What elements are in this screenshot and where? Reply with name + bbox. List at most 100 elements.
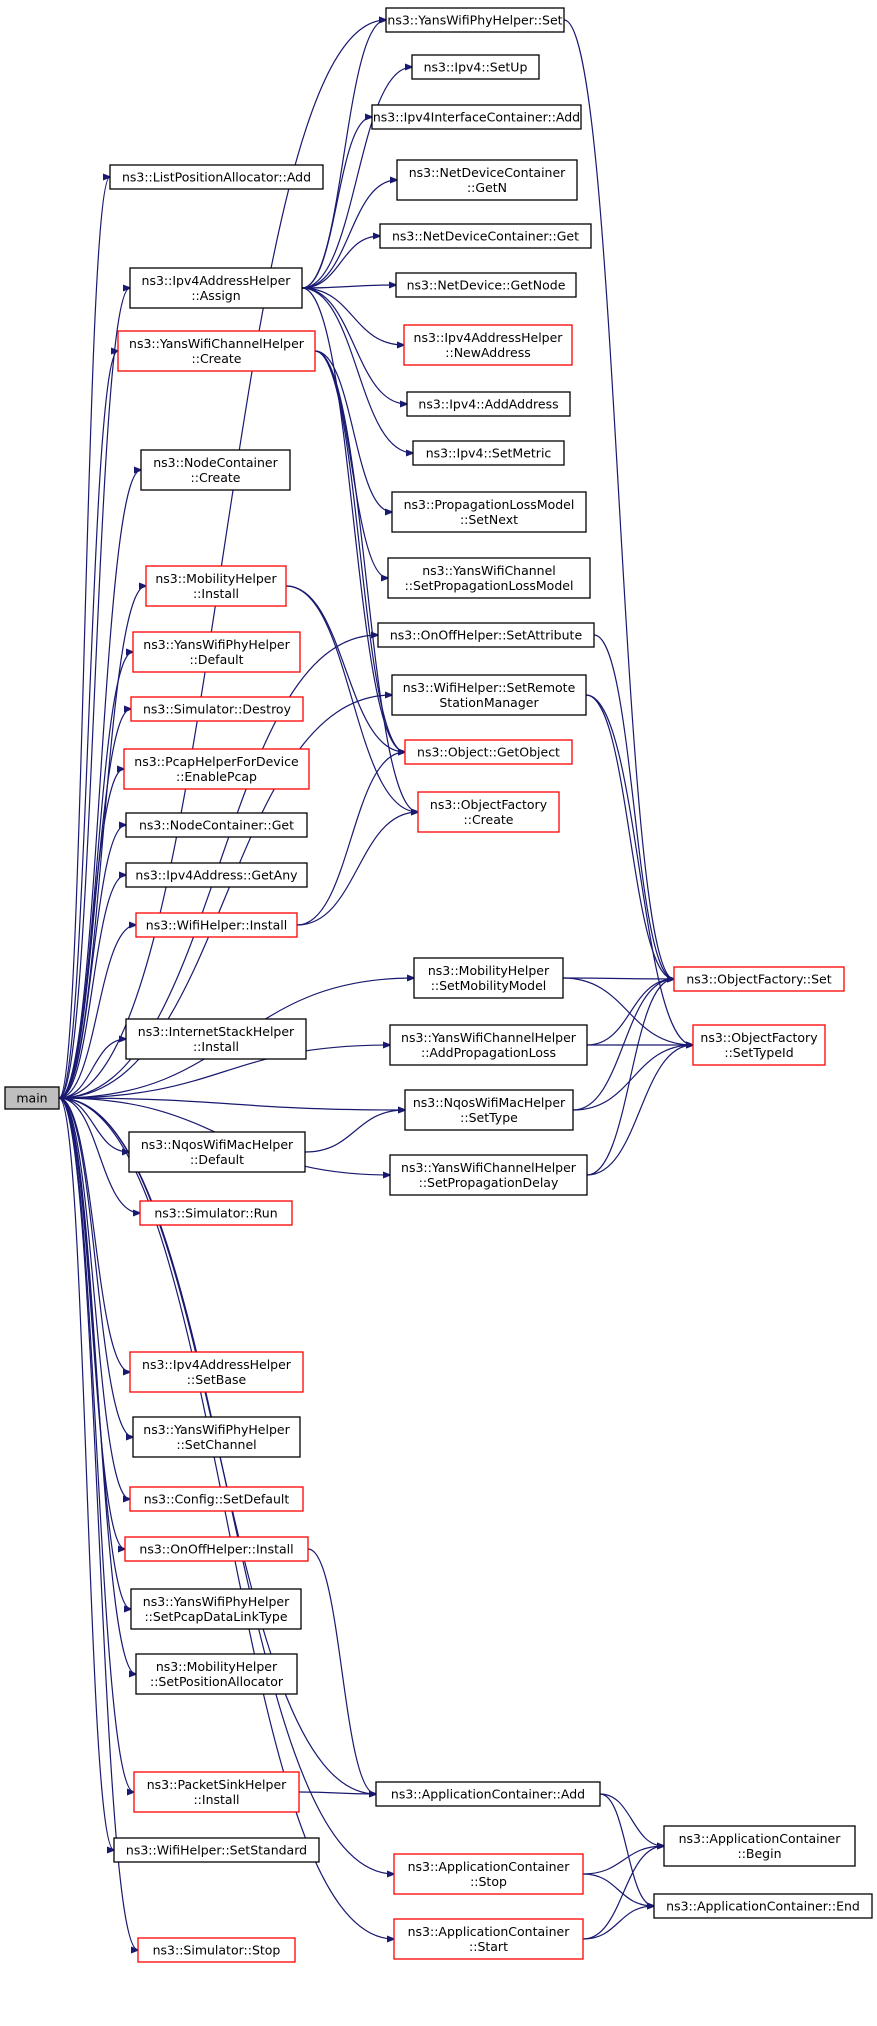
node-n-onoff-setattr[interactable]: ns3::OnOffHelper::SetAttribute	[377, 622, 595, 648]
edge-main-to-n-list-add	[58, 177, 110, 1099]
node-n-onoff-install[interactable]: ns3::OnOffHelper::Install	[124, 1536, 309, 1562]
node-box	[125, 862, 308, 888]
node-label: ns3::NqosWifiMacHelper	[413, 1095, 566, 1110]
node-box	[124, 1536, 309, 1562]
edge-main-to-n-mh-setposalloc	[58, 1097, 136, 1674]
node-n-ac-stop[interactable]: ns3::ApplicationContainer::Stop	[393, 1853, 584, 1895]
node-n-plm-setnext[interactable]: ns3::PropagationLossModel::SetNext	[391, 491, 587, 533]
edge-n-ipv4ah-assign-to-n-ipv4-setup	[301, 67, 412, 289]
node-n-sim-destroy[interactable]: ns3::Simulator::Destroy	[130, 696, 304, 722]
edge-main-to-n-pcap-enable	[58, 769, 124, 1099]
node-label: ::SetType	[460, 1110, 518, 1125]
node-n-ywph-setpcap[interactable]: ns3::YansWifiPhyHelper::SetPcapDataLinkT…	[130, 1588, 302, 1630]
node-n-mh-install[interactable]: ns3::MobilityHelper::Install	[145, 565, 287, 607]
node-label: StationManager	[439, 695, 539, 710]
edge-main-to-n-ipv4ah-assign	[58, 288, 130, 1099]
node-n-ndc-get[interactable]: ns3::NetDeviceContainer::Get	[379, 223, 592, 249]
node-n-ac-end[interactable]: ns3::ApplicationContainer::End	[653, 1893, 873, 1919]
node-n-mh-setposalloc[interactable]: ns3::MobilityHelper::SetPositionAllocato…	[135, 1653, 298, 1695]
node-n-nc-get[interactable]: ns3::NodeContainer::Get	[125, 812, 308, 838]
node-n-of-create[interactable]: ns3::ObjectFactory::Create	[417, 791, 560, 833]
node-n-ndc-getn[interactable]: ns3::NetDeviceContainer::GetN	[396, 159, 578, 201]
node-n-ish-install[interactable]: ns3::InternetStackHelper::Install	[125, 1018, 307, 1060]
node-label: ns3::NodeContainer	[153, 455, 278, 470]
node-label: ns3::NqosWifiMacHelper	[141, 1137, 294, 1152]
node-main[interactable]: main	[4, 1086, 60, 1110]
edge-main-to-n-ipv4a-getany	[58, 875, 126, 1099]
node-box	[391, 491, 587, 533]
edge-n-wh-install-to-n-of-create	[296, 812, 418, 926]
node-label: ns3::Ipv4AddressHelper	[142, 1357, 292, 1372]
node-label: ns3::PropagationLossModel	[404, 497, 575, 512]
node-box	[692, 1024, 826, 1066]
edge-n-onoff-setattr-to-n-of-set	[593, 634, 674, 979]
edge-main-to-n-ywch-addprop	[58, 1045, 390, 1099]
node-n-ipv4-addaddr[interactable]: ns3::Ipv4::AddAddress	[406, 391, 571, 417]
node-box	[135, 1653, 298, 1695]
node-n-ywch-addprop[interactable]: ns3::YansWifiChannelHelper::AddPropagati…	[389, 1024, 588, 1066]
node-label: main	[16, 1091, 47, 1106]
node-n-pcap-enable[interactable]: ns3::PcapHelperForDevice::EnablePcap	[123, 748, 310, 790]
node-label: ::Install	[193, 586, 239, 601]
node-n-config-setdefault[interactable]: ns3::Config::SetDefault	[129, 1486, 304, 1512]
node-label: ::Start	[469, 1939, 508, 1954]
node-n-wh-setstd[interactable]: ns3::WifiHelper::SetStandard	[113, 1837, 320, 1863]
node-label: ns3::YansWifiPhyHelper	[143, 1422, 290, 1437]
edge-main-to-n-ac-start	[58, 1097, 394, 1939]
node-label: ::SetNext	[460, 512, 518, 527]
edge-n-psh-install-to-n-ac-add	[298, 1792, 376, 1794]
edge-main-to-n-wh-setstd	[58, 1097, 114, 1850]
node-label: ns3::ObjectFactory	[430, 797, 548, 812]
node-n-ipv4-setup[interactable]: ns3::Ipv4::SetUp	[411, 54, 540, 80]
node-label: ns3::ApplicationContainer	[408, 1859, 571, 1874]
node-n-ipv4ah-newaddr[interactable]: ns3::Ipv4AddressHelper::NewAddress	[403, 324, 573, 366]
node-box	[412, 440, 565, 466]
node-n-psh-install[interactable]: ns3::PacketSinkHelper::Install	[133, 1771, 300, 1813]
node-label: ::Default	[190, 1152, 244, 1167]
node-box	[132, 631, 301, 673]
node-box	[377, 622, 595, 648]
edge-main-to-n-ish-install	[58, 1039, 126, 1099]
node-n-mh-setmob[interactable]: ns3::MobilityHelper::SetMobilityModel	[413, 957, 564, 999]
edge-n-ywch-create-to-n-ywc-setplm	[314, 350, 388, 578]
node-label: ns3::ApplicationContainer	[408, 1924, 571, 1939]
node-n-yans-phy-set[interactable]: ns3::YansWifiPhyHelper::Set	[385, 7, 565, 33]
node-n-sim-stop[interactable]: ns3::Simulator::Stop	[137, 1937, 296, 1963]
node-n-of-settypeid[interactable]: ns3::ObjectFactory::SetTypeId	[692, 1024, 826, 1066]
node-n-nqos-default[interactable]: ns3::NqosWifiMacHelper::Default	[128, 1131, 306, 1173]
node-n-ipv4-setmetric[interactable]: ns3::Ipv4::SetMetric	[412, 440, 565, 466]
node-n-nqos-settype[interactable]: ns3::NqosWifiMacHelper::SetType	[404, 1089, 574, 1131]
node-box	[396, 159, 578, 201]
edge-n-yans-phy-set-to-n-of-set	[563, 19, 674, 979]
node-n-ipv4if-add[interactable]: ns3::Ipv4InterfaceContainer::Add	[371, 104, 582, 130]
node-box	[375, 1781, 601, 1807]
node-n-ywc-setplm[interactable]: ns3::YansWifiChannel::SetPropagationLoss…	[387, 557, 591, 599]
node-box	[125, 1018, 307, 1060]
node-n-ywch-setdelay[interactable]: ns3::YansWifiChannelHelper::SetPropagati…	[389, 1154, 588, 1196]
node-n-ywph-setchan[interactable]: ns3::YansWifiPhyHelper::SetChannel	[132, 1416, 301, 1458]
node-n-ywph-default[interactable]: ns3::YansWifiPhyHelper::Default	[132, 631, 301, 673]
node-box	[137, 1937, 296, 1963]
node-box	[395, 272, 577, 298]
node-n-ipv4ah-assign[interactable]: ns3::Ipv4AddressHelper::Assign	[129, 267, 303, 309]
node-n-sim-run[interactable]: ns3::Simulator::Run	[139, 1200, 293, 1226]
node-label: ns3::YansWifiChannelHelper	[129, 336, 305, 351]
node-n-ac-start[interactable]: ns3::ApplicationContainer::Start	[393, 1918, 584, 1960]
node-n-ipv4a-getany[interactable]: ns3::Ipv4Address::GetAny	[125, 862, 308, 888]
node-n-wh-install[interactable]: ns3::WifiHelper::Install	[135, 912, 298, 938]
node-n-list-add[interactable]: ns3::ListPositionAllocator::Add	[109, 164, 324, 190]
node-n-ac-begin[interactable]: ns3::ApplicationContainer::Begin	[663, 1825, 856, 1867]
node-label: ::GetN	[467, 180, 507, 195]
node-n-nd-getnode[interactable]: ns3::NetDevice::GetNode	[395, 272, 577, 298]
node-n-ywch-create[interactable]: ns3::YansWifiChannelHelper::Create	[117, 330, 316, 372]
node-n-ac-add[interactable]: ns3::ApplicationContainer::Add	[375, 1781, 601, 1807]
node-n-obj-getobject[interactable]: ns3::Object::GetObject	[404, 739, 573, 765]
node-label: ::SetPropagationLossModel	[405, 578, 574, 593]
node-box	[125, 812, 308, 838]
node-n-ipv4ah-setbase[interactable]: ns3::Ipv4AddressHelper::SetBase	[129, 1351, 304, 1393]
node-n-of-set[interactable]: ns3::ObjectFactory::Set	[673, 966, 845, 992]
node-n-nc-create[interactable]: ns3::NodeContainer::Create	[140, 449, 291, 491]
edge-main-to-n-nqos-default	[58, 1097, 129, 1152]
